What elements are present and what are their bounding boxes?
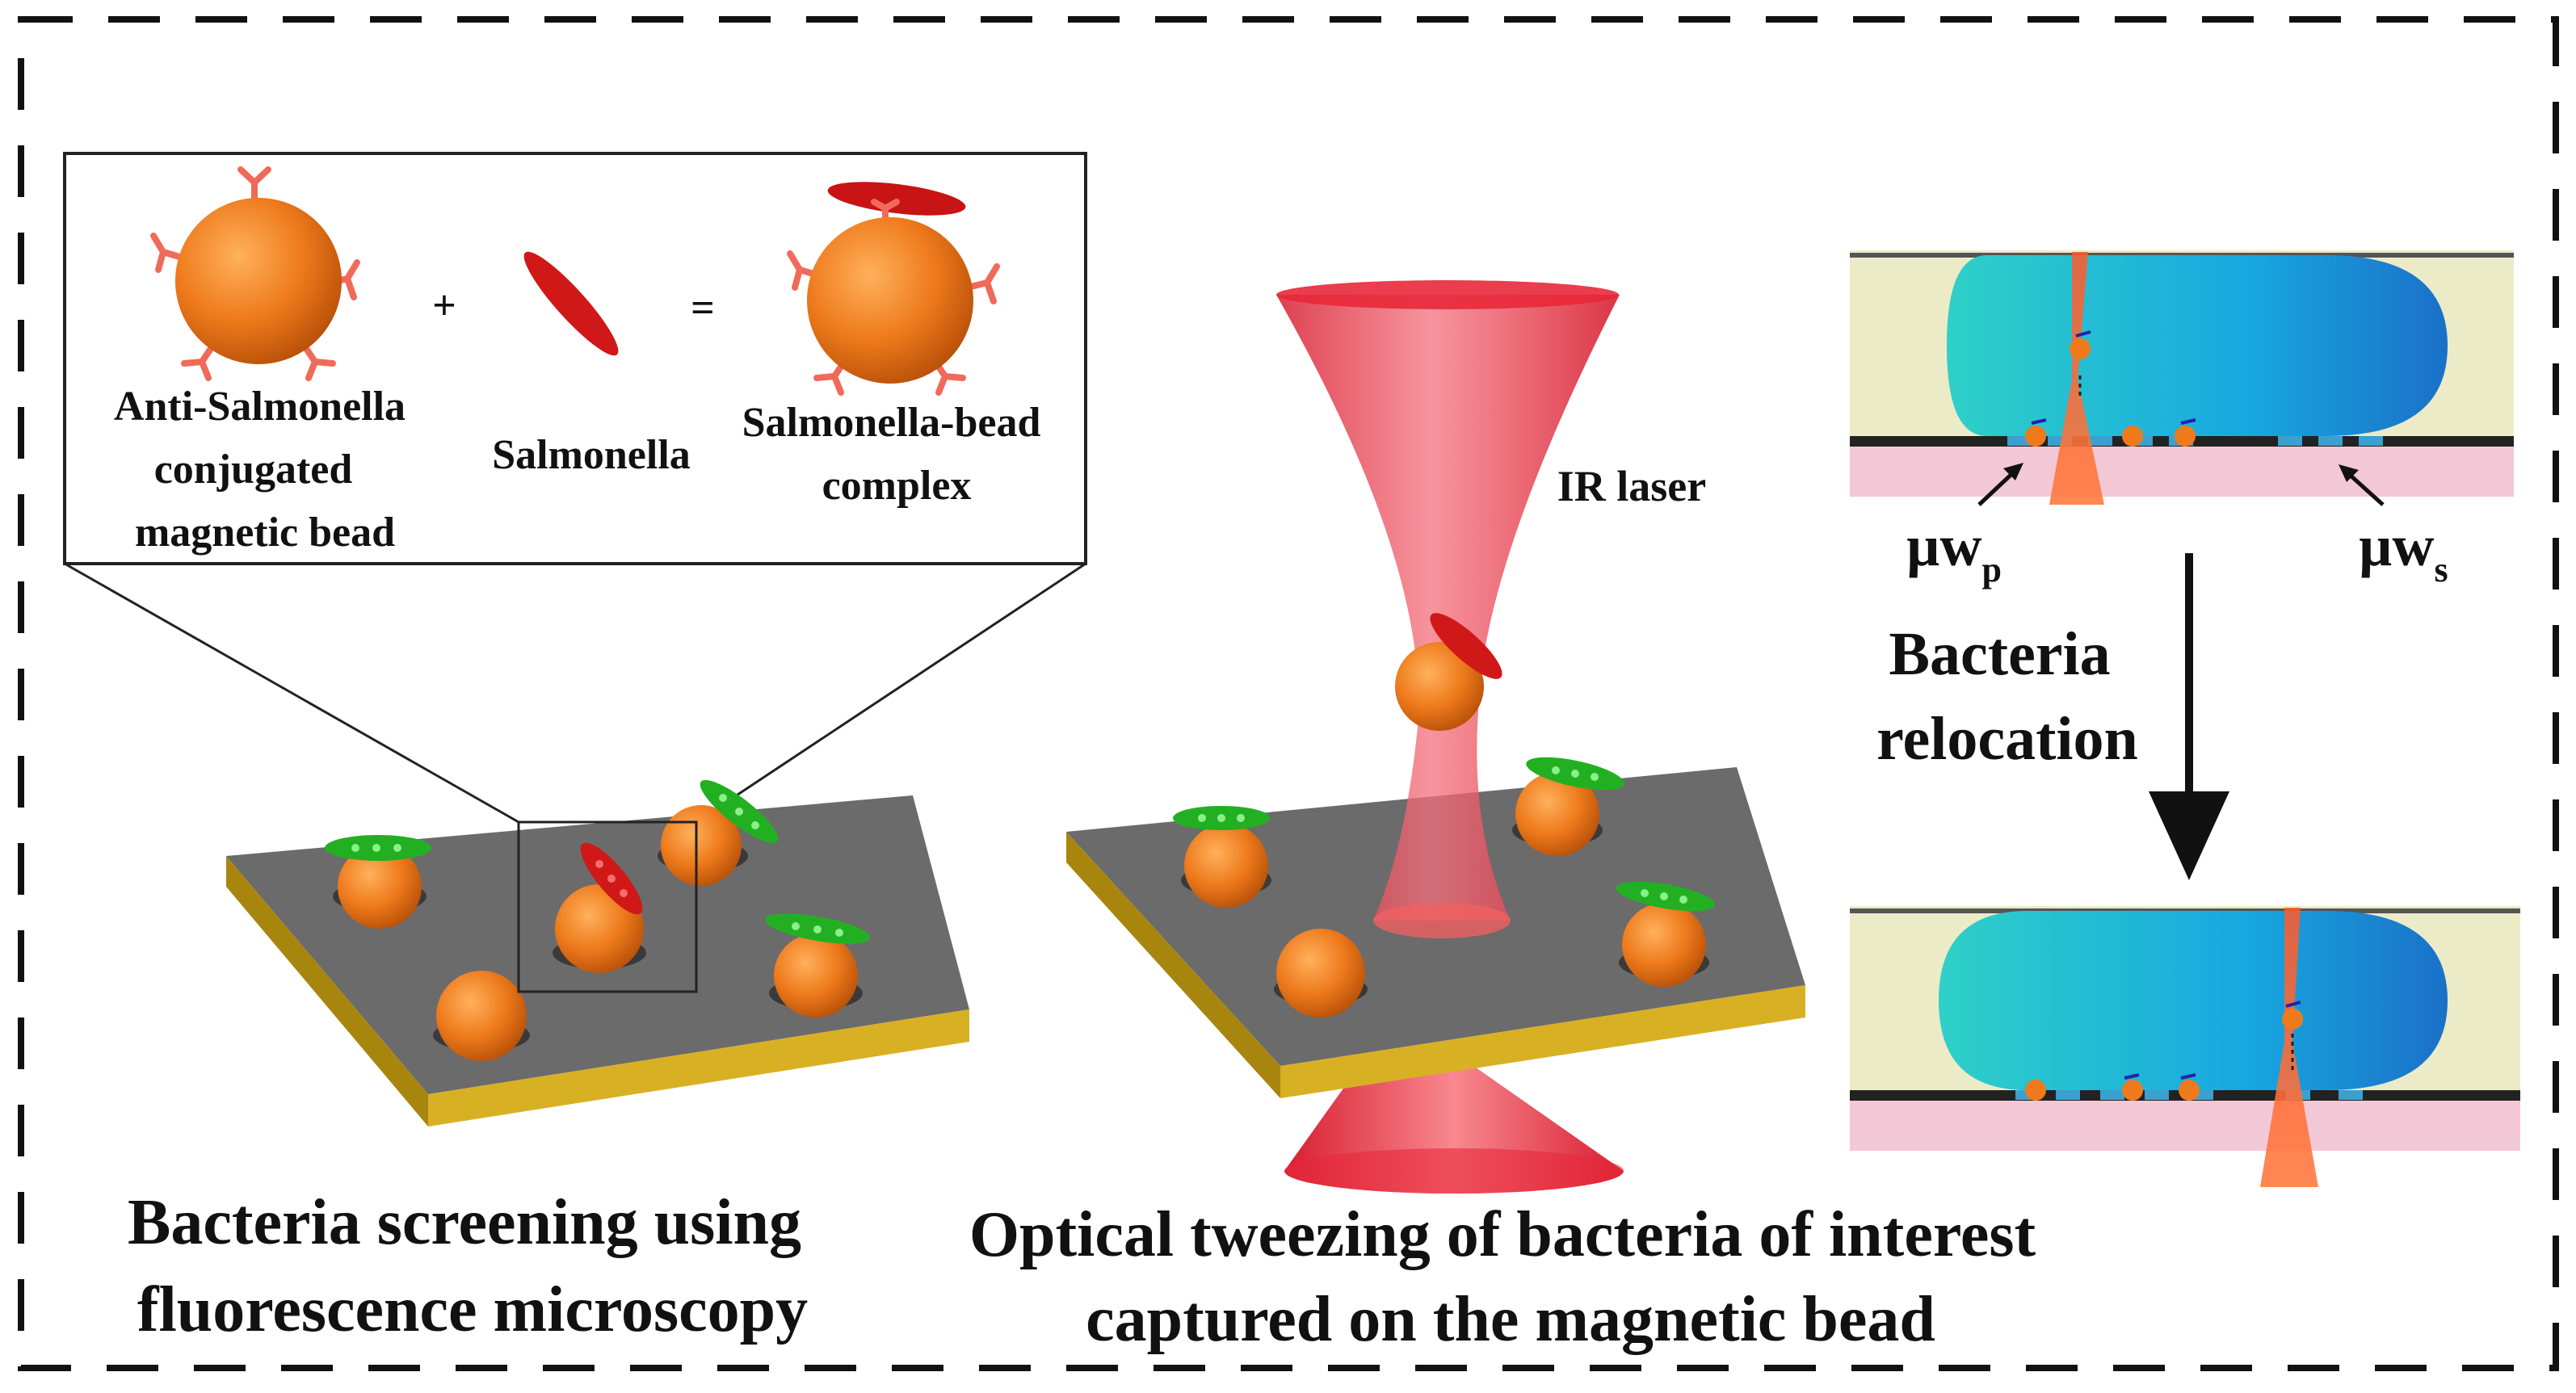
channel-after [1850,906,2520,1187]
arrow-uwp-head-icon [2003,463,2023,480]
uwp-label: µwp [1906,514,2002,590]
down-arrow-icon [2149,553,2229,880]
laser-lower-cone [1284,1058,1624,1194]
laser-label: IR laser [1557,462,1706,510]
salmonella-label: Salmonella [492,432,691,478]
relocation-label: Bacteria relocation [1876,620,2138,773]
zoom-line-right [695,562,1086,824]
right-panel: µwp µws Bacteria relocation [1850,250,2520,1187]
zoom-box [517,820,698,993]
plus-sign: + [432,283,456,329]
equals-sign: = [691,285,715,331]
caption-middle: Optical tweezing of bacteria of interest… [969,1199,2052,1355]
chip-middle-beads [1173,757,1716,1017]
channel-before [1850,250,2514,505]
caption-left: Bacteria screening using fluorescence mi… [128,1187,817,1345]
zoom-line-left [64,562,519,824]
bead-label: Anti-Salmonella conjugated magnetic bead [114,384,416,556]
uws-label: µws [2359,514,2448,590]
chip-left-beads [325,779,871,1061]
antibody-bead-icon [150,166,360,381]
middle-panel: IR laser Optical tweezing of bacteria of… [969,280,2052,1355]
salmonella-bead-complex-icon [787,182,1000,396]
complex-label: Salmonella-bead complex [742,400,1052,509]
salmonella-icon [523,251,619,356]
arrow-uws-head-icon [2339,464,2359,482]
dashed-border [18,16,2559,1371]
laser-upper-cone [1276,280,1620,938]
left-panel: + = Anti-Salmonella conjugated magnetic … [63,152,1087,1345]
trapped-complex-icon [1395,613,1502,731]
